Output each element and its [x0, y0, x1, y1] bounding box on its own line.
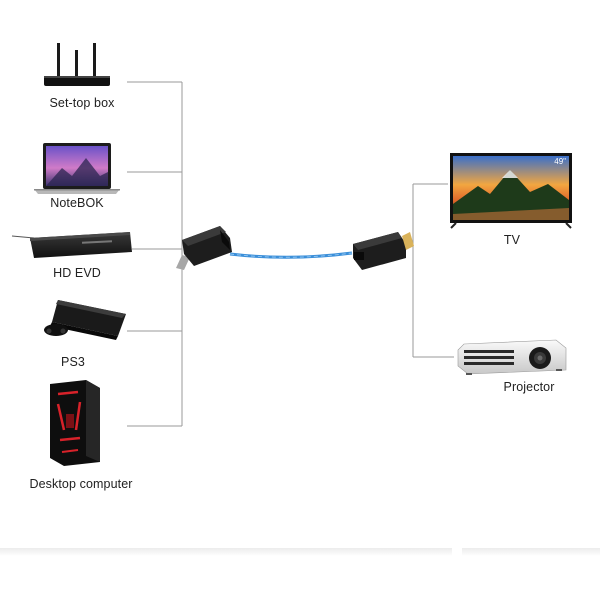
router-icon — [44, 43, 110, 86]
laptop-icon — [34, 143, 120, 194]
tv-label: TV — [503, 233, 521, 247]
projector-icon — [457, 339, 567, 375]
projector-label: Projector — [503, 380, 555, 394]
notebook-label: NoteBOK — [50, 196, 104, 210]
receiver-extender — [353, 232, 414, 270]
television-icon: 49" — [450, 153, 572, 229]
left-connector-lines — [127, 81, 183, 427]
disc-player-icon — [11, 232, 132, 258]
desktop-tower-icon — [50, 380, 100, 466]
ps3-label: PS3 — [61, 355, 85, 369]
tv-size-badge: 49" — [554, 157, 566, 166]
set-top-box-label: Set-top box — [49, 96, 115, 110]
hd-evd-label: HD EVD — [53, 266, 101, 280]
desktop-computer-label: Desktop computer — [29, 477, 133, 491]
game-console-icon — [44, 300, 126, 340]
ethernet-cable — [229, 251, 353, 259]
bottom-divider — [0, 548, 600, 556]
right-connector-lines — [412, 183, 454, 358]
transmitter-extender — [176, 226, 232, 270]
